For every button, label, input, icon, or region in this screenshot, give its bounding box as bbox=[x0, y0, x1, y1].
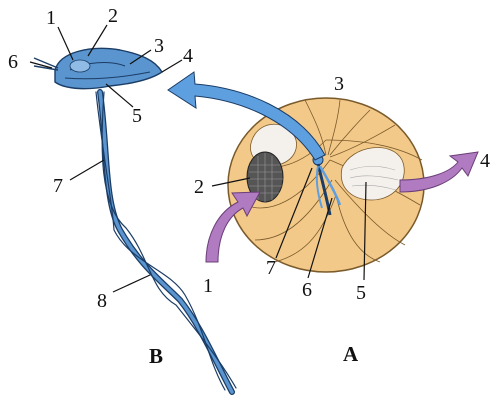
label-b-5: 5 bbox=[132, 105, 142, 127]
label-b-7: 7 bbox=[53, 175, 63, 197]
label-b-8: 8 bbox=[97, 290, 107, 312]
label-a-5: 5 bbox=[356, 282, 366, 304]
panel-label-b: B bbox=[149, 344, 163, 368]
flagellum-panel-b bbox=[34, 48, 236, 392]
label-b-2: 2 bbox=[108, 5, 118, 27]
label-b-3: 3 bbox=[154, 35, 164, 57]
cell-panel-a bbox=[168, 72, 478, 272]
label-a-7: 7 bbox=[266, 257, 276, 279]
label-a-3: 3 bbox=[334, 73, 344, 95]
panel-label-a: A bbox=[343, 342, 359, 366]
label-b-6: 6 bbox=[8, 51, 18, 73]
label-b-4: 4 bbox=[183, 45, 193, 67]
label-a-6: 6 bbox=[302, 279, 312, 301]
label-b-1: 1 bbox=[46, 7, 56, 29]
label-a-2: 2 bbox=[194, 176, 204, 198]
label-a-4: 4 bbox=[480, 150, 490, 172]
label-a-1: 1 bbox=[203, 275, 213, 297]
